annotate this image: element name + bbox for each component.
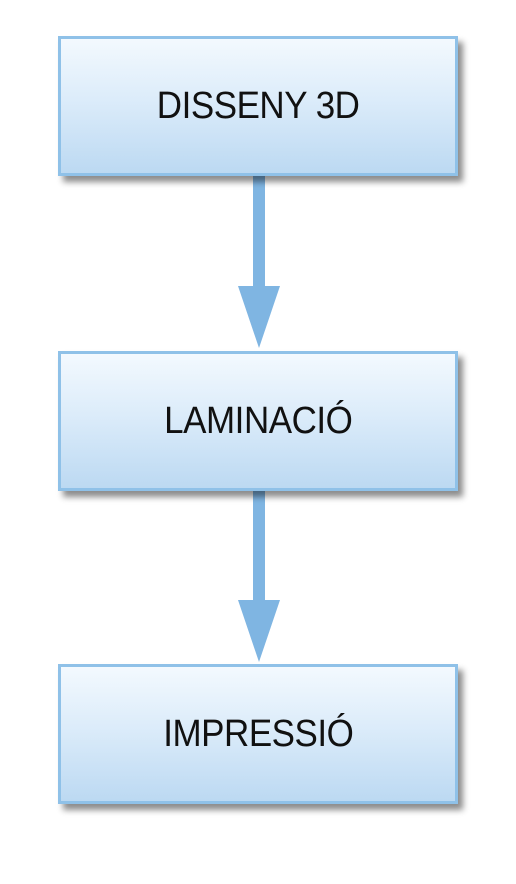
step-label: LAMINACIÓ: [163, 399, 353, 442]
step-label: DISSENY 3D: [156, 84, 360, 127]
arrow-1: [238, 176, 280, 348]
arrow-1-head: [238, 286, 280, 348]
arrow-1-shaft: [253, 176, 265, 306]
step-box-disseny-3d: DISSENY 3D: [58, 36, 458, 176]
arrow-2-shaft: [253, 491, 265, 619]
step-box-impressio: IMPRESSIÓ: [58, 664, 458, 804]
step-box-laminacio: LAMINACIÓ: [58, 351, 458, 491]
arrow-2: [238, 491, 280, 662]
step-label: IMPRESSIÓ: [162, 712, 354, 755]
arrow-2-head: [238, 600, 280, 662]
